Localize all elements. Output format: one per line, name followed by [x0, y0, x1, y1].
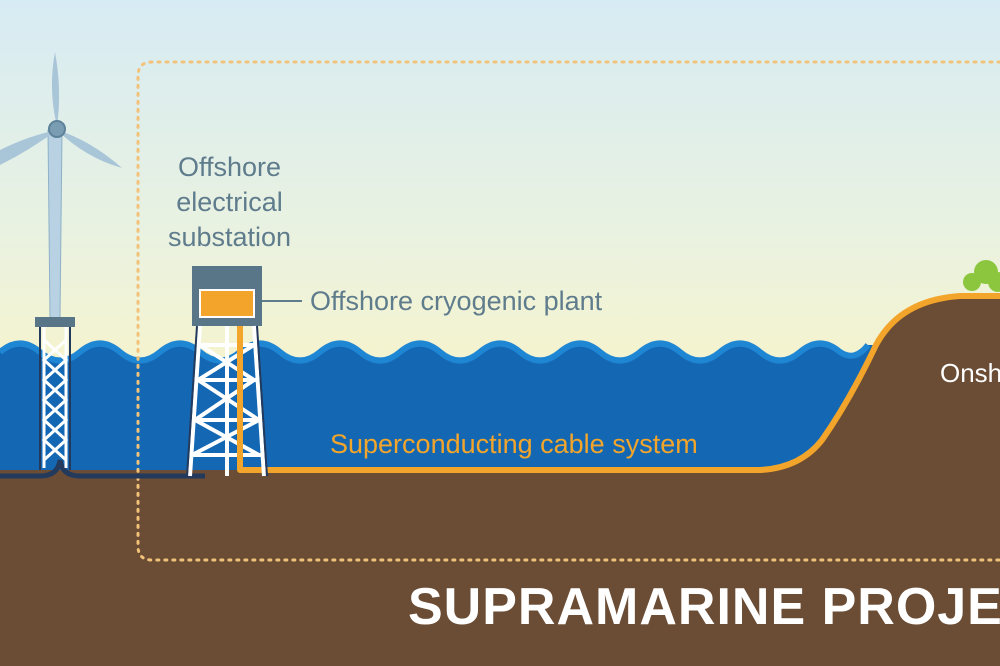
offshore-substation-icon	[186, 266, 268, 477]
project-title: SUPRAMARINE PROJEC	[408, 578, 1000, 636]
cryogenic-plant-box	[199, 289, 255, 318]
cable-system-label: Superconducting cable system	[330, 429, 698, 459]
superconducting-cable	[237, 293, 1000, 473]
turbine-export-cable	[0, 459, 205, 479]
wind-turbine-icon	[0, 52, 122, 470]
tree-icon	[963, 260, 1000, 292]
sea	[0, 343, 875, 470]
onshore-land	[760, 296, 1000, 470]
cryogenic-plant-label: Offshore cryogenic plant	[310, 286, 603, 316]
onshore-label: Onsh	[940, 358, 1000, 388]
project-boundary	[136, 60, 1000, 562]
substation-label: Offshore electrical substation	[167, 152, 292, 252]
seabed-ground	[0, 470, 1000, 666]
sea-wave-crests	[0, 340, 871, 364]
